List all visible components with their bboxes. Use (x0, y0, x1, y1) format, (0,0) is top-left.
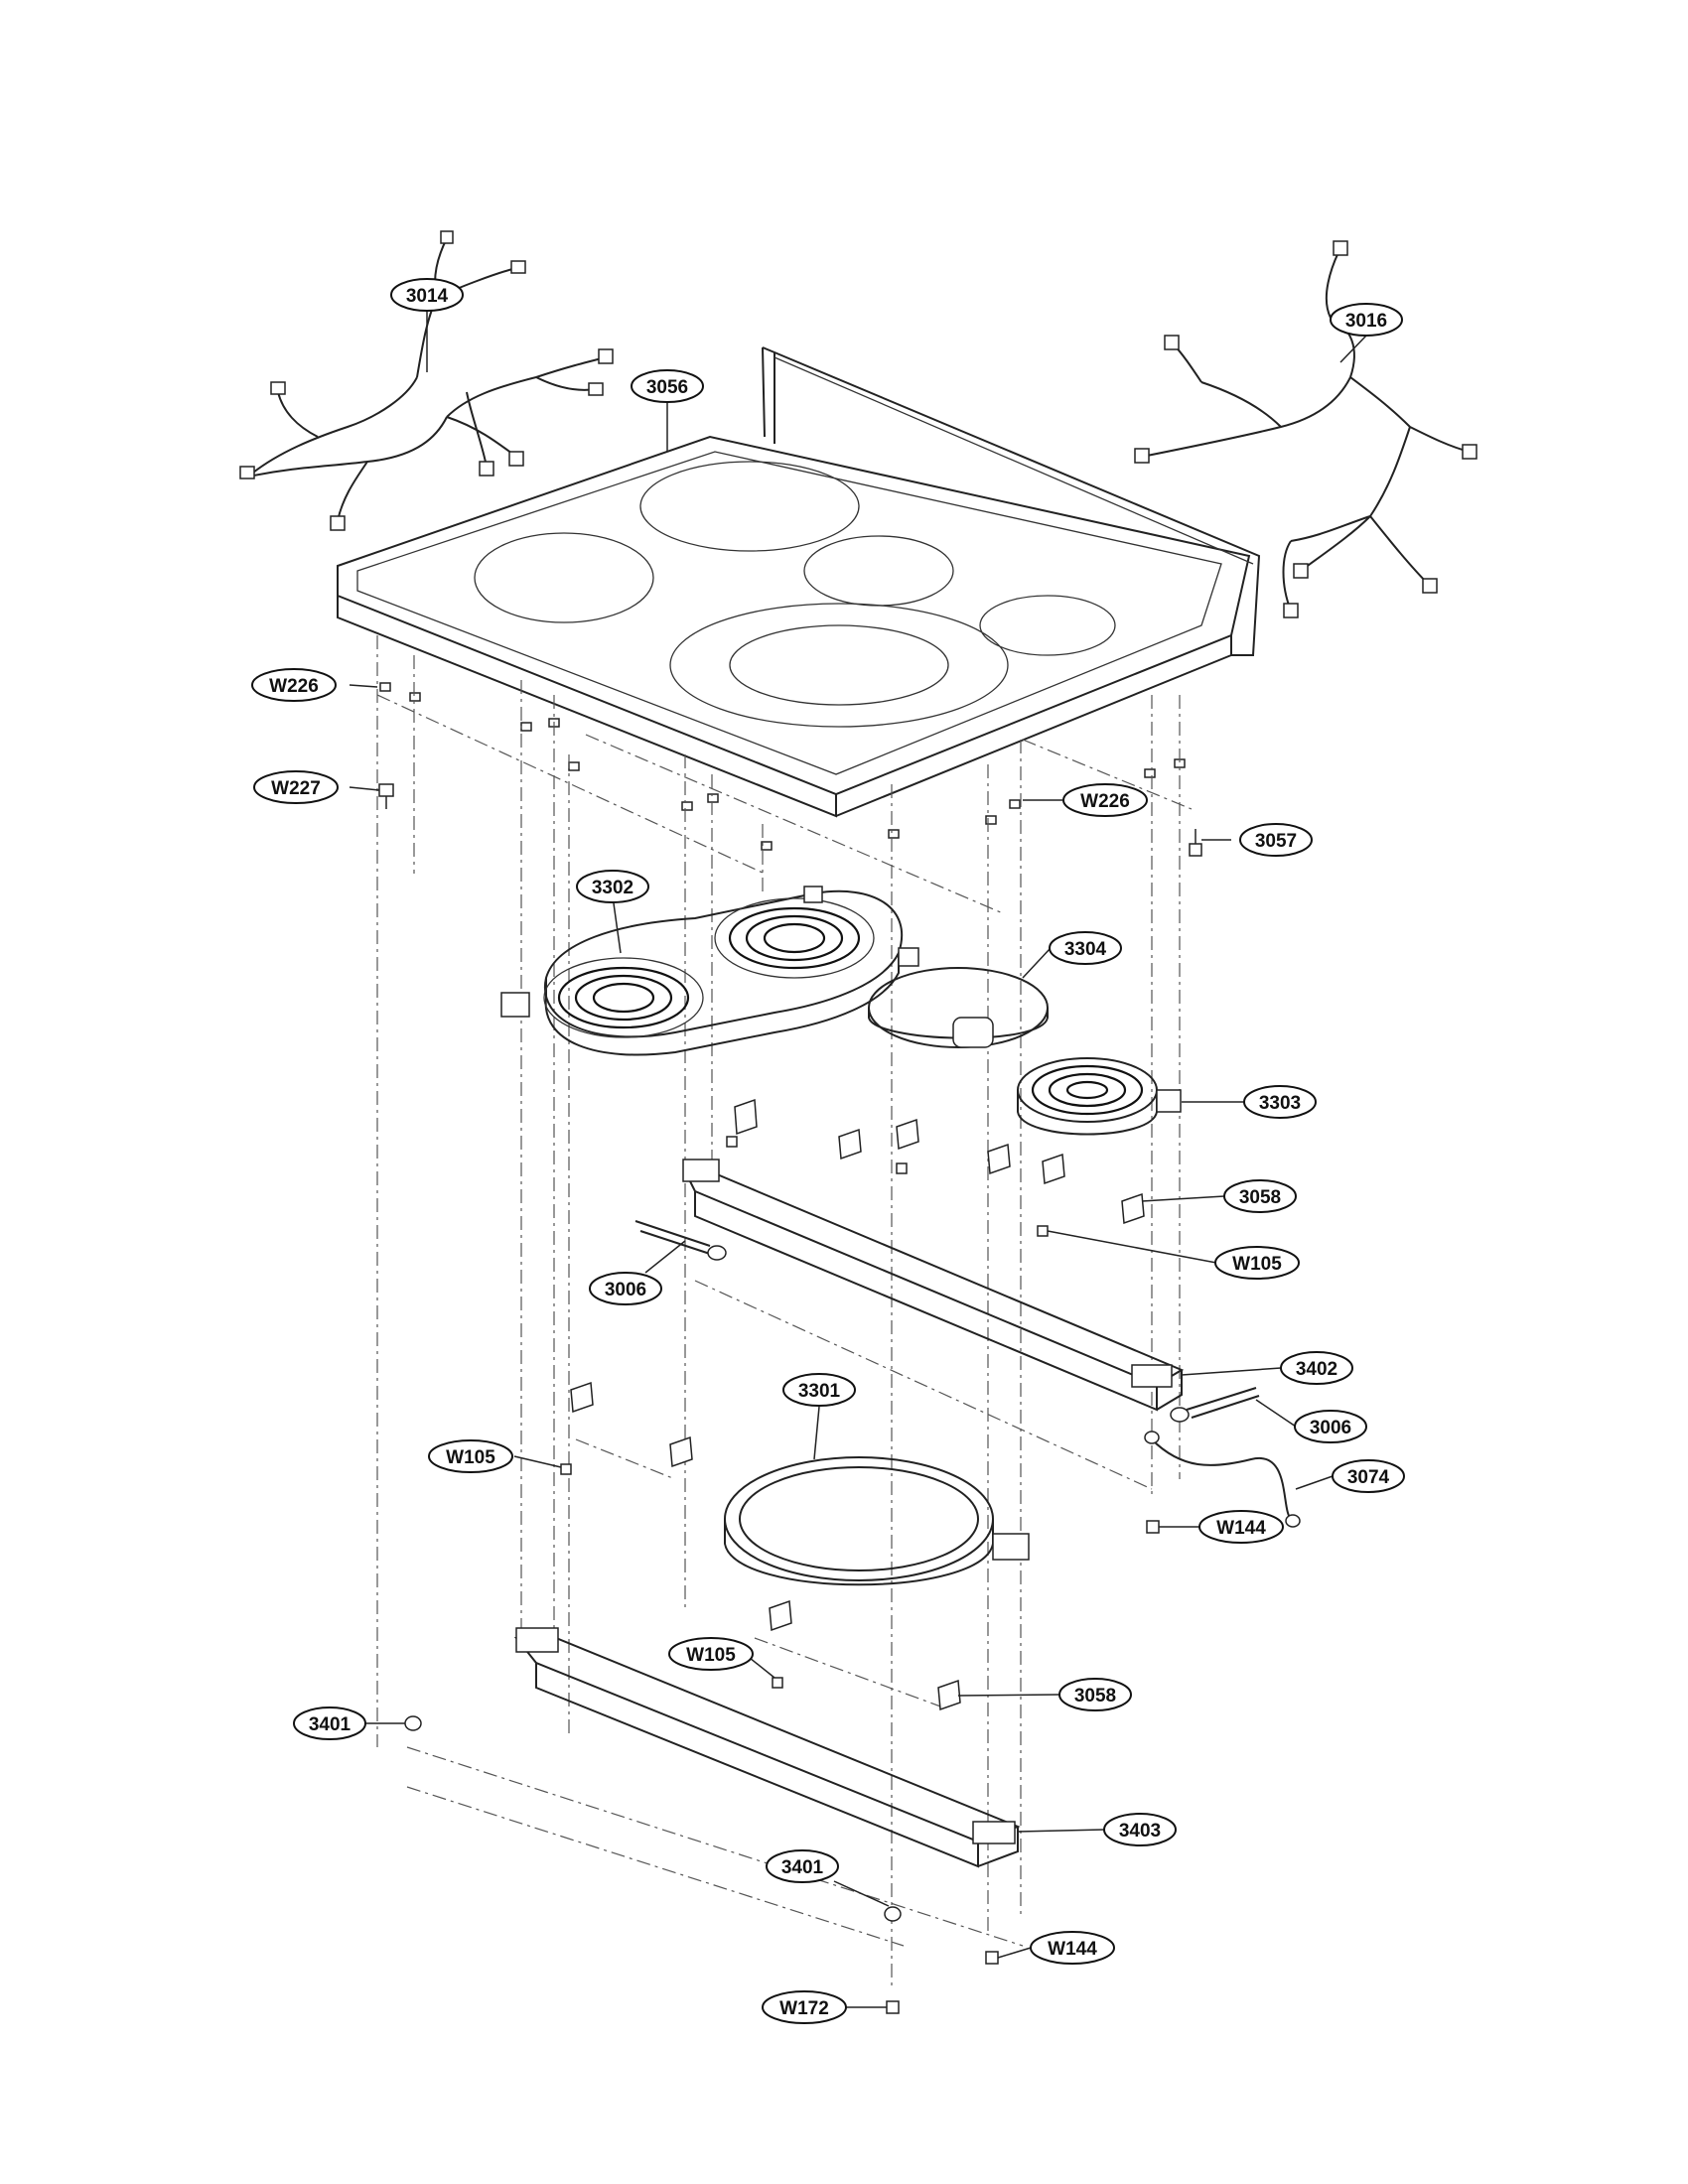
callout-3014: 3014 (390, 278, 464, 312)
callout-3401-b: 3401 (766, 1849, 839, 1883)
wire-harness-3014 (239, 230, 614, 531)
svg-text:W226: W226 (269, 676, 319, 697)
svg-text:3014: 3014 (406, 286, 449, 307)
callout-3058-a: 3058 (1223, 1179, 1297, 1213)
callout-w144-b: W144 (1030, 1931, 1115, 1965)
wire-harness-3016 (1134, 240, 1477, 618)
thermistor-3006-b (1170, 1387, 1260, 1423)
callout-3402: 3402 (1280, 1351, 1353, 1385)
svg-text:W105: W105 (686, 1645, 736, 1666)
radiant-element-3304 (868, 967, 1049, 1048)
brackets-3058 (570, 1098, 1145, 1711)
callout-3304: 3304 (1049, 931, 1122, 965)
svg-text:3401: 3401 (309, 1714, 352, 1735)
svg-text:3056: 3056 (646, 377, 688, 398)
element-3303 (1017, 1057, 1182, 1136)
callout-3058-b: 3058 (1058, 1678, 1132, 1711)
svg-text:3057: 3057 (1255, 831, 1297, 852)
callout-w105-c: W105 (668, 1637, 754, 1671)
svg-text:3074: 3074 (1347, 1467, 1390, 1488)
thermistor-3006-a (634, 1220, 727, 1261)
wire-3074 (1144, 1431, 1301, 1528)
svg-text:W144: W144 (1216, 1518, 1266, 1539)
callout-w226-b: W226 (1062, 783, 1148, 817)
dual-element-3302 (500, 886, 919, 1056)
cooktop-glass-3056 (337, 346, 1261, 818)
screws-w105 (560, 1136, 1049, 1689)
callout-3401-a: 3401 (293, 1706, 366, 1740)
bracket-3403 (513, 1627, 1021, 1868)
callout-3016: 3016 (1330, 303, 1403, 337)
screw-w227 (378, 783, 394, 809)
svg-text:3058: 3058 (1074, 1686, 1116, 1706)
svg-text:3303: 3303 (1259, 1093, 1301, 1114)
callout-3303: 3303 (1243, 1085, 1317, 1119)
callout-3057: 3057 (1239, 823, 1313, 857)
svg-text:3301: 3301 (798, 1381, 841, 1402)
svg-text:W227: W227 (271, 778, 321, 799)
screw-w172 (886, 2000, 900, 2014)
leader-lines (349, 310, 1367, 2008)
callout-w105-a: W105 (1214, 1246, 1300, 1280)
bracket-3402 (682, 1159, 1185, 1412)
svg-text:3016: 3016 (1345, 311, 1387, 332)
svg-text:3401: 3401 (781, 1857, 824, 1878)
callout-w105-b: W105 (428, 1439, 513, 1473)
screw-3057 (1189, 829, 1202, 857)
callout-3403: 3403 (1103, 1813, 1177, 1846)
callout-3302: 3302 (576, 870, 649, 903)
callout-w144-a: W144 (1198, 1510, 1284, 1544)
clips-w226 (379, 682, 1186, 851)
ring-element-3301 (724, 1456, 1030, 1586)
callout-w172: W172 (762, 1990, 847, 2024)
screws-w144 (985, 1520, 1160, 1965)
callout-3074: 3074 (1332, 1459, 1405, 1493)
svg-text:W105: W105 (446, 1447, 495, 1468)
svg-text:W144: W144 (1048, 1939, 1097, 1960)
bumpers-3401 (404, 1715, 902, 1922)
svg-text:3402: 3402 (1296, 1359, 1337, 1380)
callout-w227: W227 (253, 770, 339, 804)
svg-text:W105: W105 (1232, 1254, 1282, 1275)
callout-3006-a: 3006 (589, 1272, 662, 1305)
svg-text:W172: W172 (779, 1998, 829, 2019)
svg-text:3006: 3006 (1310, 1418, 1351, 1438)
callout-3006-b: 3006 (1294, 1410, 1367, 1443)
callout-3301: 3301 (782, 1373, 856, 1407)
callout-w226-a: W226 (251, 668, 337, 702)
svg-text:3304: 3304 (1064, 939, 1107, 960)
svg-text:3403: 3403 (1119, 1821, 1161, 1842)
svg-text:3302: 3302 (592, 878, 633, 898)
callout-3056: 3056 (631, 369, 704, 403)
alignment-lines (376, 635, 1193, 1985)
svg-text:3006: 3006 (605, 1280, 646, 1300)
svg-text:3058: 3058 (1239, 1187, 1281, 1208)
svg-text:W226: W226 (1080, 791, 1130, 812)
